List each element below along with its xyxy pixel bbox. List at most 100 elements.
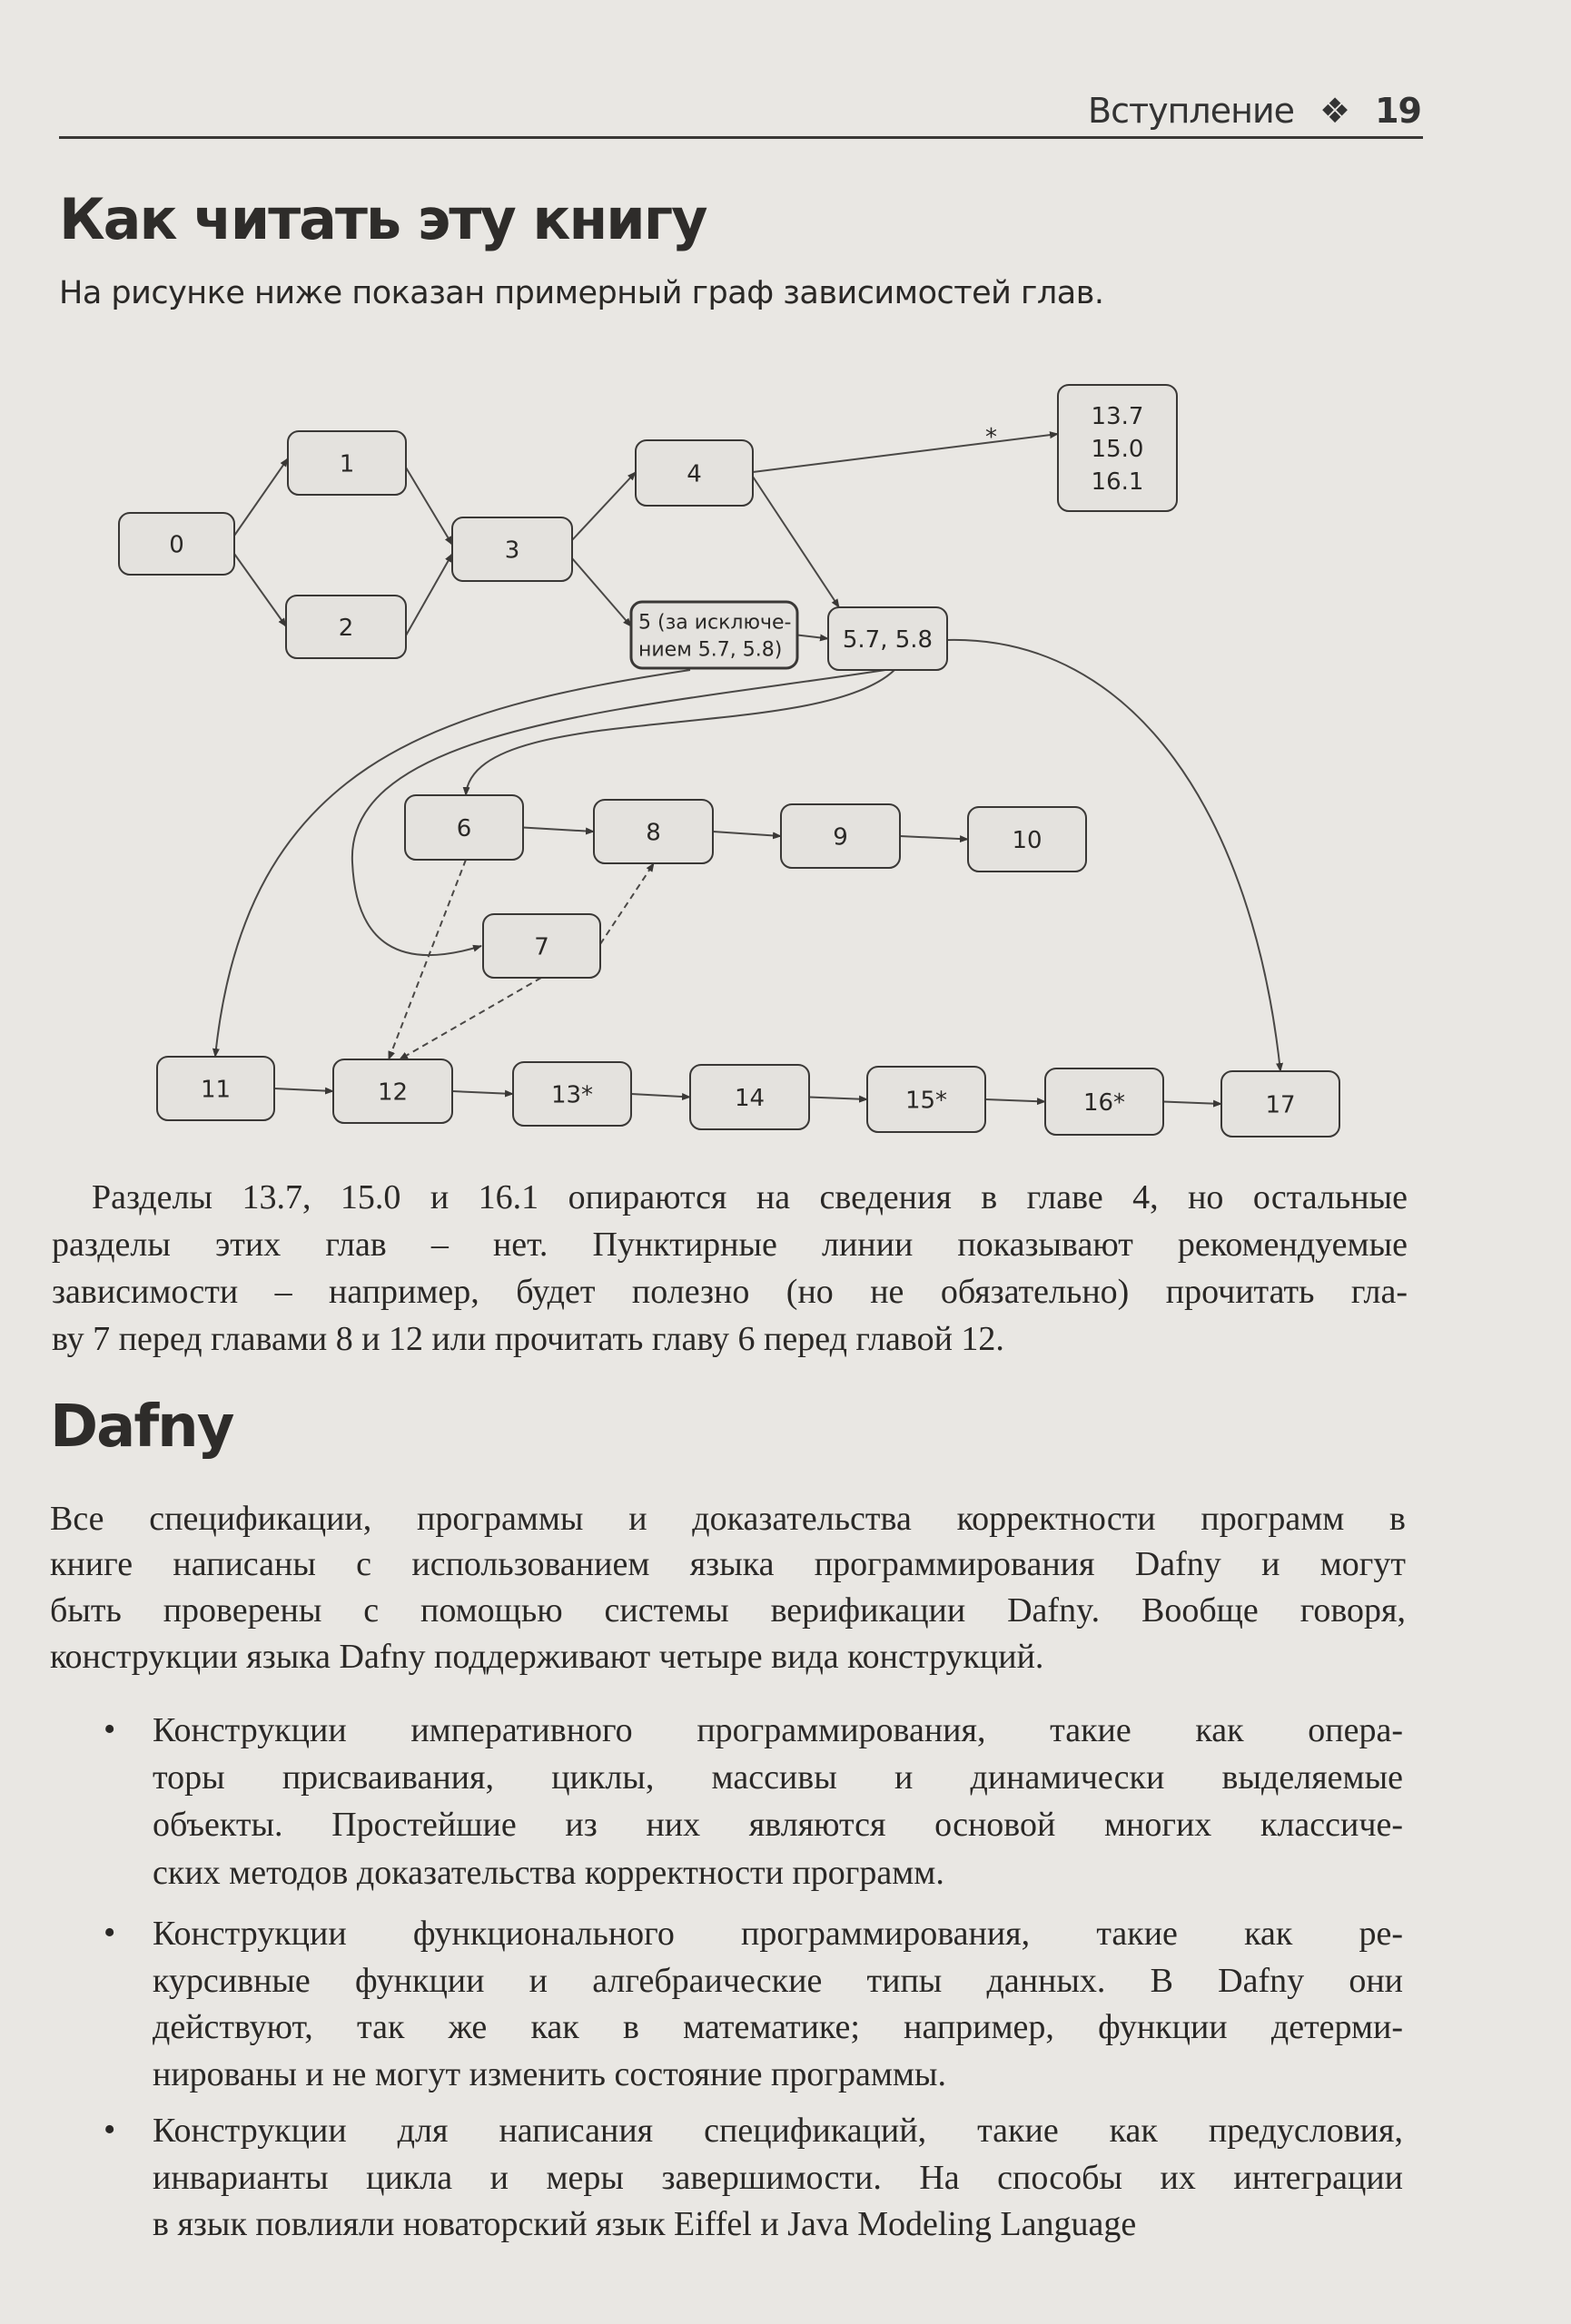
edge-16-to-17 [1162, 1099, 1222, 1108]
graph-node-12: 12 [332, 1059, 453, 1124]
graph-node-9: 9 [780, 803, 901, 869]
text-line: ских методов доказательства корректности… [153, 1854, 944, 1892]
graph-node-10: 10 [967, 806, 1087, 872]
edge-57-to-7 [351, 669, 886, 957]
node-label: 8 [646, 819, 661, 846]
edge-7-to-8 [599, 862, 655, 945]
node-label: 7 [534, 933, 549, 960]
edge-5-to-57 [796, 634, 829, 642]
graph-node-15: 15* [866, 1066, 986, 1133]
graph-node-14: 14 [689, 1064, 810, 1130]
graph-node-4: 4 [635, 439, 754, 507]
node-label: нием 5.7, 5.8) [638, 638, 782, 661]
text-line: в язык повлияли новаторский язык Eiffel … [153, 2205, 1137, 2243]
graph-node-0: 0 [118, 512, 235, 576]
text-line: торы присваивания, циклы, массивы и дина… [153, 1758, 1403, 1797]
ornament-icon: ❖ [1319, 91, 1350, 131]
node-label: 12 [378, 1078, 408, 1106]
text-line: инварианты цикла и меры завершимости. На… [153, 2159, 1403, 2197]
node-label: 13.7 [1092, 403, 1144, 430]
edge-7-to-12 [399, 977, 542, 1060]
edge-14-to-15 [808, 1095, 868, 1103]
text-line: курсивные функции и алгебраические типы … [153, 1962, 1403, 2000]
edge-12-to-13 [451, 1089, 514, 1098]
text-line: Все спецификации, программы и доказатель… [50, 1500, 1406, 1538]
node-label: 2 [339, 615, 354, 642]
text-line: конструкции языка Dafny поддерживают чет… [50, 1638, 1044, 1676]
edge-3-to-4 [571, 471, 637, 541]
node-label: 3 [505, 537, 520, 564]
node-label: 15.0 [1092, 436, 1144, 463]
edge-6-to-12 [388, 859, 467, 1060]
text-line: Конструкции императивного программирован… [153, 1711, 1403, 1749]
graph-node-8: 8 [593, 799, 714, 864]
node-label: 16.1 [1092, 468, 1144, 496]
graph-node-1: 1 [287, 430, 407, 496]
edge-57-to-17 [946, 638, 1284, 1072]
bullet-marker: • [104, 2111, 116, 2149]
text-line: книге написаны с использованием языка пр… [50, 1545, 1406, 1583]
edge-11-to-12 [273, 1087, 334, 1095]
graph-node-3: 3 [451, 517, 573, 582]
graph-node-11: 11 [156, 1056, 275, 1121]
edge-6-to-8 [522, 826, 595, 835]
intro-text: На рисунке ниже показан примерный граф з… [59, 275, 1104, 311]
header-section-title: Вступление [1088, 91, 1295, 131]
edge-13-to-14 [630, 1093, 691, 1101]
edge-3-to-5 [571, 557, 632, 627]
text-line: действуют, так же как в математике; напр… [153, 2008, 1403, 2046]
node-label: 10 [1012, 827, 1042, 854]
node-label: 14 [735, 1085, 765, 1112]
text-line: объекты. Простейшие из них являются осно… [153, 1806, 1403, 1844]
graph-node-2: 2 [285, 595, 407, 659]
text-line: Конструкции функционального программиров… [153, 1915, 1403, 1953]
node-label: 9 [833, 823, 848, 851]
edge-15-to-16 [984, 1098, 1046, 1106]
node-label: 13* [551, 1081, 593, 1108]
node-label: 6 [457, 815, 472, 842]
graph-node-137: 13.7 15.0 16.1 [1057, 384, 1178, 512]
node-label: 11 [201, 1076, 231, 1103]
edge-label: * [985, 424, 997, 451]
bullet-marker: • [104, 1710, 116, 1748]
edge-57-to-6 [462, 669, 895, 796]
edge-4-to-57 [752, 476, 840, 608]
text-line: ву 7 перед главами 8 и 12 или прочитать … [52, 1320, 1004, 1358]
text-line: зависимости – например, будет полезно (н… [52, 1273, 1408, 1311]
graph-node-5: 5 (за исключе-нием 5.7, 5.8) [629, 600, 799, 670]
edge-9-to-10 [899, 835, 969, 843]
edge-0-to-1 [233, 458, 289, 537]
section-heading-dafny: Dafny [50, 1393, 234, 1461]
edge-5-to-11 [212, 669, 691, 1058]
node-label: 16* [1083, 1089, 1125, 1117]
page-number: 19 [1375, 91, 1422, 131]
running-header: Вступление ❖ 19 [1088, 91, 1422, 131]
text-line: Разделы 13.7, 15.0 и 16.1 опираются на с… [92, 1178, 1408, 1216]
edge-0-to-2 [233, 553, 287, 627]
section-heading-how-to-read: Как читать эту книгу [59, 186, 708, 252]
text-line: быть проверены с помощью системы верифик… [50, 1591, 1406, 1630]
graph-node-57: 5.7, 5.8 [827, 606, 948, 671]
graph-node-17: 17 [1220, 1070, 1340, 1137]
text-line: Конструкции для написания спецификаций, … [153, 2112, 1403, 2150]
node-label: 1 [340, 450, 355, 478]
header-rule [59, 136, 1423, 139]
edge-2-to-3 [405, 553, 453, 636]
node-label: 15* [905, 1087, 947, 1114]
graph-node-7: 7 [482, 913, 601, 979]
edge-8-to-9 [712, 831, 782, 840]
node-label: 4 [687, 460, 702, 487]
graph-node-13: 13* [512, 1061, 632, 1127]
graph-node-6: 6 [404, 794, 524, 861]
edge-1-to-3 [405, 467, 453, 546]
node-label: 5.7, 5.8 [843, 626, 933, 654]
edge-4-to-137 [752, 431, 1059, 473]
node-label: 0 [169, 531, 184, 558]
text-line: разделы этих глав – нет. Пунктирные лини… [52, 1226, 1408, 1264]
bullet-marker: • [104, 1914, 116, 1952]
node-label: 17 [1265, 1091, 1295, 1118]
graph-node-16: 16* [1044, 1068, 1164, 1136]
node-label: 5 (за исключе- [638, 611, 791, 634]
text-line: нированы и не могут изменить состояние п… [153, 2055, 946, 2093]
